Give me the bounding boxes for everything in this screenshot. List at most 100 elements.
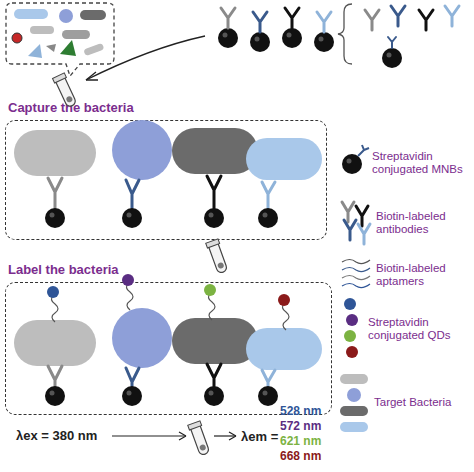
labeled-bacteria xyxy=(126,368,139,386)
mnb-antibody-conjugates xyxy=(250,32,270,52)
legend-bacteria-sample xyxy=(340,406,368,416)
mnb-antibody-conjugates xyxy=(253,12,267,32)
legend-text: Streptavidin conjugated MNBs xyxy=(372,150,474,176)
labeled-bacteria xyxy=(258,386,278,406)
legend-qd-sample xyxy=(344,330,356,342)
emission-wavelength: 572 nm xyxy=(280,419,321,433)
labeled-bacteria xyxy=(47,286,59,298)
legend-qd-sample xyxy=(346,346,358,358)
legend-antibody-sample xyxy=(342,202,370,244)
captured-bacteria xyxy=(246,138,322,180)
captured-bacteria xyxy=(172,128,258,174)
captured-bacteria xyxy=(258,208,278,228)
sample-bubble xyxy=(60,40,76,56)
wavelength-label: λem = xyxy=(241,429,278,444)
captured-bacteria xyxy=(204,208,224,228)
add-arrow xyxy=(86,72,98,80)
mnb-antibody-conjugates xyxy=(282,28,302,48)
sample-bubble xyxy=(28,44,42,58)
captured-bacteria xyxy=(207,176,221,208)
emission-wavelength: 621 nm xyxy=(280,434,321,448)
mnb-antibody-conjugates xyxy=(285,8,299,28)
captured-bacteria xyxy=(112,120,172,180)
sample-bubble xyxy=(6,3,114,76)
bracket xyxy=(338,4,352,64)
captured-bacteria xyxy=(126,180,139,208)
emission-wavelength: 528 nm xyxy=(280,404,321,418)
captured-bacteria xyxy=(14,120,322,228)
captured-bacteria xyxy=(48,178,62,208)
legend-mnb-sample xyxy=(342,154,362,174)
labeled-bacteria xyxy=(112,308,172,368)
legend-text: Target Bacteria xyxy=(374,396,474,409)
sample-bubble xyxy=(46,44,56,52)
add-arrow xyxy=(86,36,205,80)
labeled-bacteria xyxy=(282,303,289,330)
legend-antibody-sample xyxy=(344,220,356,240)
labeled-bacteria xyxy=(122,386,142,406)
test-tube xyxy=(206,239,230,274)
panel-heading: Label the bacteria xyxy=(8,262,119,277)
labeled-bacteria xyxy=(207,364,221,386)
legend-mnb-sample xyxy=(358,145,369,156)
mnb-antibody-conjugates xyxy=(317,12,331,32)
labeled-bacteria xyxy=(14,274,322,406)
labeled-bacteria xyxy=(172,318,258,364)
bracket xyxy=(338,4,352,64)
legend-bacteria-sample xyxy=(347,388,361,402)
sample-bubble xyxy=(59,9,73,23)
mnb-antibody-conjugates xyxy=(221,8,235,28)
test-tube xyxy=(188,421,212,456)
labeled-bacteria xyxy=(204,386,224,406)
labeled-bacteria xyxy=(51,283,289,330)
legend-text: Biotin-labeled aptamers xyxy=(376,262,474,288)
labeled-bacteria xyxy=(126,283,133,310)
labeled-bacteria xyxy=(204,284,216,296)
test-tube xyxy=(188,421,212,456)
legend-aptamer-sample xyxy=(342,284,370,288)
legend-bacteria-sample xyxy=(340,374,368,432)
sample-bubble xyxy=(14,9,48,19)
free-reagents xyxy=(388,37,396,48)
sample-bubble xyxy=(62,30,90,39)
sample-bubble xyxy=(12,33,22,43)
emission-wavelength: 668 nm xyxy=(280,449,321,463)
labeled-bacteria xyxy=(14,320,96,366)
free-reagents xyxy=(445,6,459,26)
legend-bacteria-sample xyxy=(340,422,368,432)
mnb-antibody-conjugates xyxy=(314,32,334,52)
free-reagents xyxy=(365,10,379,30)
emission-arrow xyxy=(214,432,236,440)
add-arrow xyxy=(86,36,205,80)
labeled-bacteria xyxy=(122,274,134,286)
sample-bubble xyxy=(6,3,114,76)
legend-mnb-sample xyxy=(342,145,369,174)
free-reagents xyxy=(419,10,433,30)
labeled-bacteria xyxy=(48,366,62,386)
labeled-bacteria xyxy=(45,386,65,406)
free-reagents xyxy=(382,48,402,68)
legend-qd-sample xyxy=(346,314,358,326)
excitation-arrow xyxy=(112,435,186,436)
captured-bacteria xyxy=(14,130,96,176)
mnb-antibody-conjugates xyxy=(218,8,334,52)
emission-arrow xyxy=(229,432,236,440)
labeled-bacteria xyxy=(51,295,58,322)
labeled-bacteria xyxy=(208,293,215,320)
sample-bubble xyxy=(80,10,106,20)
legend-aptamer-sample xyxy=(342,268,370,272)
captured-bacteria xyxy=(262,182,275,208)
excitation-arrow xyxy=(112,432,186,440)
excitation-arrow xyxy=(179,432,186,440)
test-tube xyxy=(206,239,230,274)
legend-bacteria-sample xyxy=(340,374,368,384)
captured-bacteria xyxy=(48,176,275,208)
legend-text: Biotin-labeled antibodies xyxy=(376,210,474,236)
legend-aptamer-sample xyxy=(342,260,370,288)
labeled-bacteria xyxy=(262,370,275,386)
legend-qd-sample xyxy=(344,298,356,310)
legend-antibody-sample xyxy=(358,224,370,244)
free-reagents xyxy=(391,6,405,26)
legend-qd-sample xyxy=(344,298,358,358)
legend-text: Streptavidin conjugated QDs xyxy=(368,316,472,342)
